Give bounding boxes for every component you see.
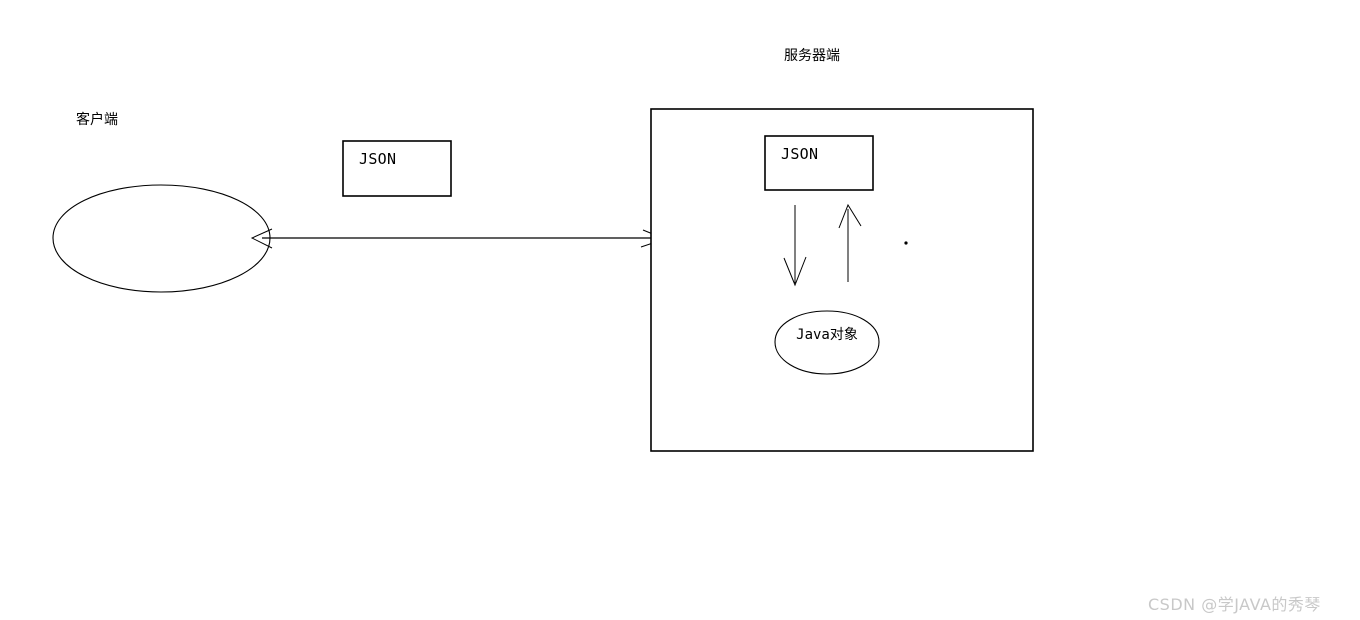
json-client-label: JSON	[359, 150, 397, 168]
json-server-label: JSON	[781, 145, 819, 163]
json-client-box	[342, 140, 452, 197]
json-server-box	[764, 135, 874, 191]
java-object-label: Java对象	[796, 327, 858, 343]
client-label: 客户端	[76, 112, 118, 128]
json-to-java-arrow	[783, 205, 807, 287]
server-label: 服务器端	[784, 48, 840, 64]
stray-dot	[904, 241, 908, 245]
client-to-server-arrow	[250, 228, 667, 249]
client-ellipse	[52, 184, 271, 293]
java-object-ellipse	[774, 310, 880, 375]
java-to-json-arrow	[838, 203, 862, 282]
csdn-watermark: CSDN @学JAVA的秀琴	[1148, 595, 1321, 614]
